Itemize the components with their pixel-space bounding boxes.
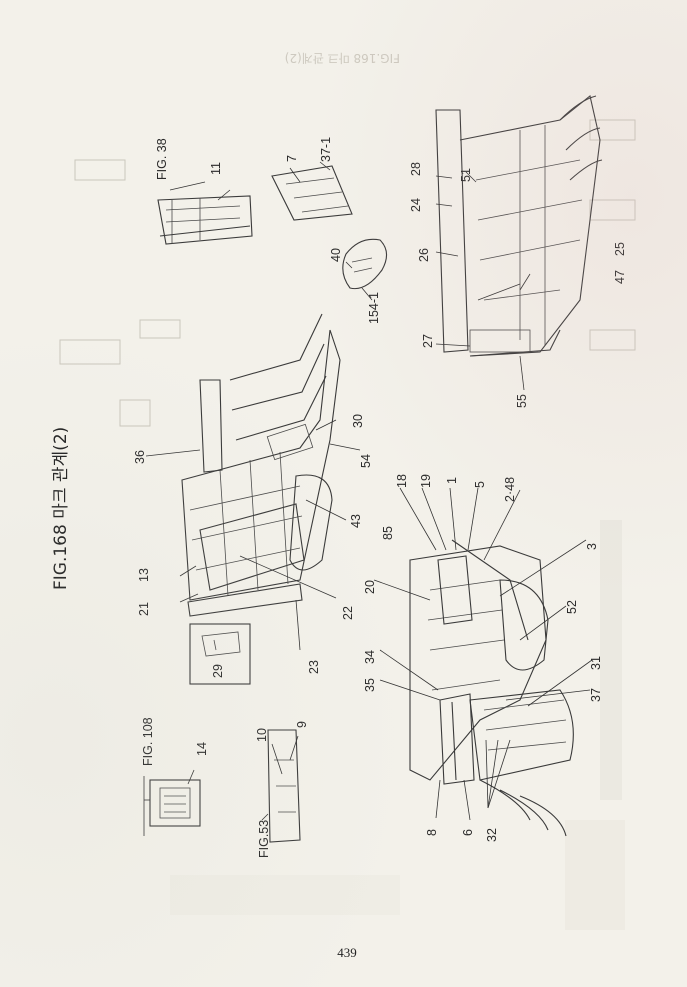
callout-14: 14: [195, 742, 209, 756]
callout-37: 37: [589, 688, 603, 702]
callout-18: 18: [395, 474, 409, 488]
figure-title: FIG.168 마크 관계(2): [51, 427, 71, 590]
component-group-fig108: [143, 769, 201, 836]
component-group-capsule: [342, 238, 388, 301]
ref-fig53: FIG.53: [257, 820, 271, 858]
callout-13: 13: [137, 568, 151, 582]
component-group-fig53: [261, 729, 301, 843]
callout-24: 24: [409, 198, 423, 212]
callout-2-48: 2·48: [503, 477, 517, 502]
callout-28: 28: [409, 162, 423, 176]
callout-34: 34: [363, 650, 377, 664]
component-group-upper-right: [435, 95, 603, 391]
callout-22: 29: [211, 664, 225, 678]
component-group-fig38: [157, 181, 253, 245]
ghost-title: FIG.168 마크 관계(2): [285, 51, 400, 65]
callout-31: 31: [589, 656, 603, 670]
callout-27: 27: [421, 334, 435, 348]
callout-47: 47: [613, 270, 627, 284]
callout-55: 55: [515, 394, 529, 408]
callout-21: 21: [137, 602, 151, 616]
component-group-middle: [145, 313, 361, 651]
callout-8: 8: [425, 829, 439, 836]
callout-35: 35: [363, 678, 377, 692]
component-group-lower-right: [373, 487, 593, 837]
callout-6: 6: [461, 829, 475, 836]
callout-7: 7: [285, 155, 299, 162]
callout-5: 5: [473, 481, 487, 488]
callout-32: 32: [485, 828, 499, 842]
callout-11: 11: [209, 162, 223, 175]
callout-9: 9: [295, 721, 309, 728]
callout-37-1: 37-1: [319, 137, 333, 162]
callout-26: 26: [417, 248, 431, 262]
callout-51: 51: [459, 168, 473, 182]
callout-25: 25: [613, 242, 627, 256]
ref-fig108: FIG. 108: [141, 717, 155, 766]
callout-10: 10: [255, 728, 269, 742]
callout-40: 40: [329, 248, 343, 262]
callout-36: 36: [133, 450, 147, 464]
callout-3: 3: [585, 543, 599, 550]
callout-154-1: 154-1: [367, 292, 381, 324]
callout-52: 52: [565, 600, 579, 614]
inset-box-22: [189, 623, 251, 685]
callout-43: 43: [349, 514, 363, 528]
bleed-through-artifacts: FIG.168 마크 관계(2): [59, 51, 636, 930]
ref-fig38: FIG. 38: [155, 138, 169, 180]
callout-20: 20: [363, 580, 377, 594]
callout-85: 85: [381, 526, 395, 540]
callout-23: 22: [341, 606, 355, 620]
callout-30: 30: [351, 414, 365, 428]
callout-1: 1: [445, 477, 459, 484]
component-group-cover: [271, 161, 353, 221]
page-number: 439: [337, 945, 357, 960]
callout-54: 54: [359, 454, 373, 468]
callout-19: 19: [419, 474, 433, 488]
callout-29: 23: [307, 660, 321, 674]
